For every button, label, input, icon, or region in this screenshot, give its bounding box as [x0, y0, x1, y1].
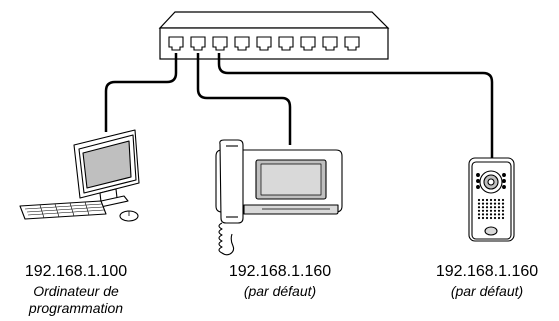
- pc-note-line-2: programmation: [28, 300, 124, 316]
- network-switch: [158, 11, 390, 60]
- switch-port-5: [256, 36, 272, 51]
- network-cables: [104, 53, 494, 158]
- door-station-icon: [468, 157, 515, 242]
- video-monitor-icon: [215, 139, 343, 256]
- door-station-note: (par défaut): [450, 283, 524, 299]
- switch-port-2: [190, 36, 206, 51]
- cable-to-computer: [104, 53, 178, 132]
- switch-port-9: [344, 36, 360, 51]
- cable-to-monitor: [196, 53, 292, 145]
- switch-port-8: [322, 36, 338, 51]
- switch-port-7: [300, 36, 316, 51]
- computer-icon: [19, 129, 140, 222]
- switch-ports: [168, 36, 360, 51]
- switch-port-6: [278, 36, 294, 51]
- switch-port-3: [212, 36, 228, 51]
- monitor-note: (par défaut): [243, 283, 317, 299]
- monitor-ip-label: 192.168.1.160: [228, 263, 332, 280]
- speaker-grille: [477, 198, 505, 220]
- door-station-ip-label: 192.168.1.160: [435, 263, 539, 280]
- cable-to-door-station: [217, 53, 494, 158]
- pc-ip-label: 192.168.1.100: [24, 263, 128, 280]
- switch-port-1: [168, 36, 184, 51]
- switch-port-4: [234, 36, 250, 51]
- pc-note-line-1: Ordinateur de: [33, 283, 119, 299]
